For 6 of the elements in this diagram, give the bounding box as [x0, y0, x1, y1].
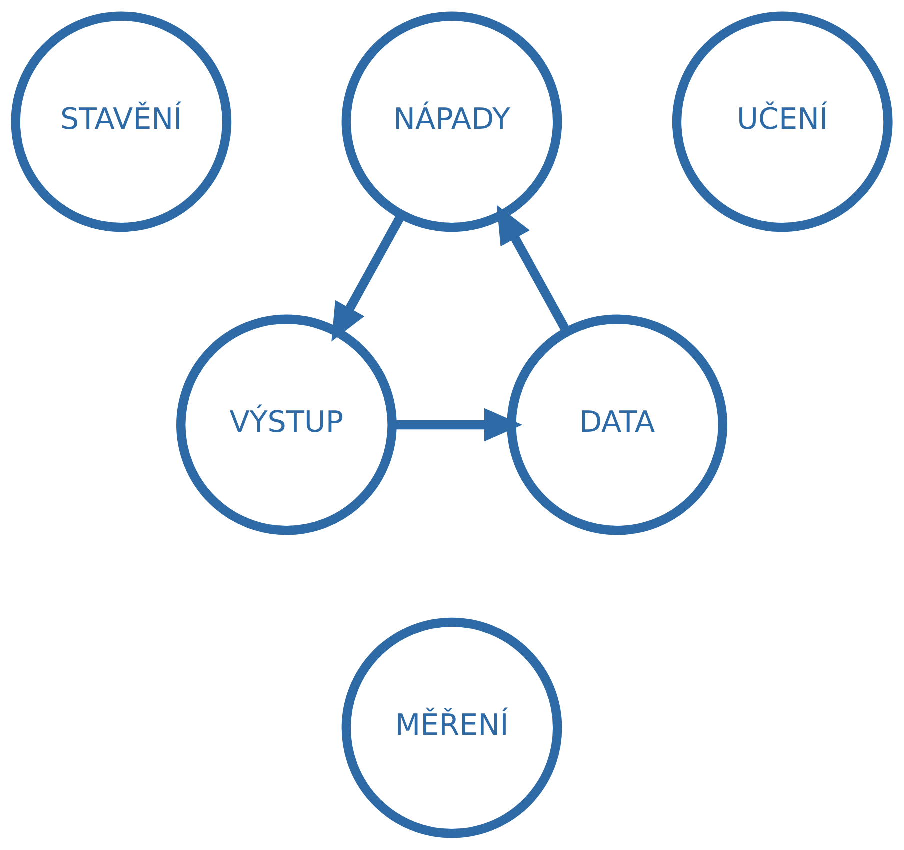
node-circle: VÝSTUP	[176, 314, 397, 536]
node-circle: NÁPADY	[342, 12, 562, 232]
node-circle: STAVĚNÍ	[11, 12, 232, 232]
node-circle: UČENÍ	[672, 12, 893, 232]
node-circle: MĚŘENÍ	[342, 618, 562, 838]
node-circle: DATA	[507, 314, 728, 536]
